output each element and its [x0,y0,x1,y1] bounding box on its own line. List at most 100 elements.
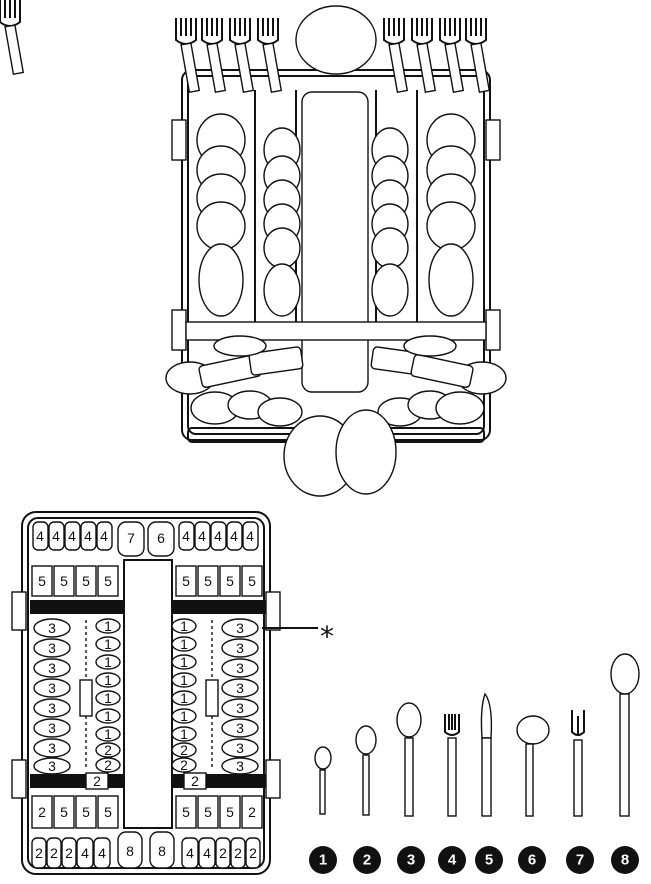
slot-label: 2 [180,742,188,758]
slot-label: 3 [236,720,244,736]
cutlery-legend: 1 2 3 4 5 6 7 8 [309,653,640,874]
legend-badge-7 [566,846,594,874]
slot-label: 5 [226,804,234,820]
spoon-stack-right [426,113,476,317]
slot-label: 5 [248,573,256,589]
slot-col1-left: 1 1 1 1 1 1 1 2 2 [95,618,121,773]
slot-label: 5 [182,804,190,820]
slot-lower-left: 2 5 5 5 [31,795,119,829]
slot-label: 3 [48,720,56,736]
knife-icon [480,692,493,817]
slot-label: 1 [180,654,188,670]
serving-fork-icon [571,710,585,817]
asterisk-marker: * [320,620,334,653]
slot-label: 8 [158,843,166,859]
serving-spoon-icon [516,715,550,817]
slot-lower-right: 5 5 5 2 [175,795,263,829]
slot-label: 2 [93,773,101,789]
slot-label: 1 [104,618,112,634]
legend-number: 1 [319,852,327,869]
slot-bottom-left: 2 2 2 4 4 8 [31,831,143,869]
slot-label: 1 [180,726,188,742]
slot-col3-right: 3 3 3 3 3 3 3 3 [221,618,259,775]
legend-badge-8 [611,846,639,874]
slot-top-row-left: 4 4 4 4 4 7 [32,521,145,557]
legend-number: 7 [576,852,584,869]
slot-label: 5 [104,804,112,820]
slot-label: 3 [236,740,244,756]
slot-label: 2 [219,845,227,861]
legend-number: 4 [448,852,457,869]
slot-label: 4 [98,845,106,861]
slot-top-row-right: 6 4 4 4 4 4 [147,521,259,557]
slot-label: 7 [127,530,135,546]
legend-badge-6 [518,846,546,874]
slot-label: 2 [248,804,256,820]
slot-label: 4 [203,845,211,861]
slot-label: 1 [180,618,188,634]
slot-label: 4 [246,528,254,544]
slot-label: 4 [198,528,206,544]
slot-label: 5 [204,573,212,589]
slot-label: 2 [104,742,112,758]
slot-label: 4 [81,845,89,861]
legend-badge-2 [353,846,381,874]
slot-label: 1 [104,690,112,706]
forks-top [0,0,491,94]
slot-label: 1 [104,672,112,688]
slot-label: 5 [182,573,190,589]
slot-label: 2 [191,773,199,789]
slot-label: 5 [204,804,212,820]
legend-number: 3 [407,852,415,869]
legend-badge-4 [438,846,466,874]
slot-label: 3 [48,660,56,676]
slot-label: 2 [50,845,58,861]
slot-label: 4 [100,528,108,544]
legend-number: 5 [485,852,493,869]
slot-label: 1 [104,708,112,724]
legend-number: 2 [363,852,371,869]
slot-label: 4 [68,528,76,544]
slot-label: 3 [236,758,244,774]
slot-label: 6 [157,530,165,546]
slot-label: 4 [84,528,92,544]
slot-label: 2 [180,757,188,773]
slot-label: 2 [104,757,112,773]
legend-number: 6 [528,852,536,869]
slot-label: 1 [104,726,112,742]
slot-label: 5 [82,573,90,589]
slot-label: 4 [214,528,222,544]
slot-label: 5 [38,573,46,589]
slot-label: 3 [48,640,56,656]
slot-label: 3 [236,640,244,656]
slot-label: 3 [48,680,56,696]
slot-row5-left: 5 5 5 5 [31,565,119,597]
slot-label: 5 [60,573,68,589]
slot-col1-right: 1 1 1 1 1 1 1 2 2 [171,618,197,773]
legend-number: 8 [621,852,629,869]
slot-label: 5 [82,804,90,820]
large-spoon-icon [610,653,640,817]
slot-label: 1 [180,672,188,688]
slot-label: 3 [48,740,56,756]
slot-bottom-right: 8 4 4 2 2 2 [149,831,261,869]
legend-badge-5 [475,846,503,874]
slot-label: 5 [60,804,68,820]
slot-label: 4 [186,845,194,861]
loaded-basket-illustration [0,0,507,497]
tablespoon-icon [396,702,422,817]
slot-row5-right: 5 5 5 5 [175,565,263,597]
slot-label: 4 [52,528,60,544]
slot-label: 8 [126,843,134,859]
slot-label: 3 [48,620,56,636]
spoon-stack-left-inner [263,127,301,317]
slot-label: 2 [35,845,43,861]
slot-label: 4 [36,528,44,544]
slot-label: 2 [234,845,242,861]
slot-label: 5 [226,573,234,589]
slot-label: 1 [180,690,188,706]
slot-label: 2 [249,845,257,861]
slot-label: 3 [236,660,244,676]
slot-label: 1 [180,708,188,724]
